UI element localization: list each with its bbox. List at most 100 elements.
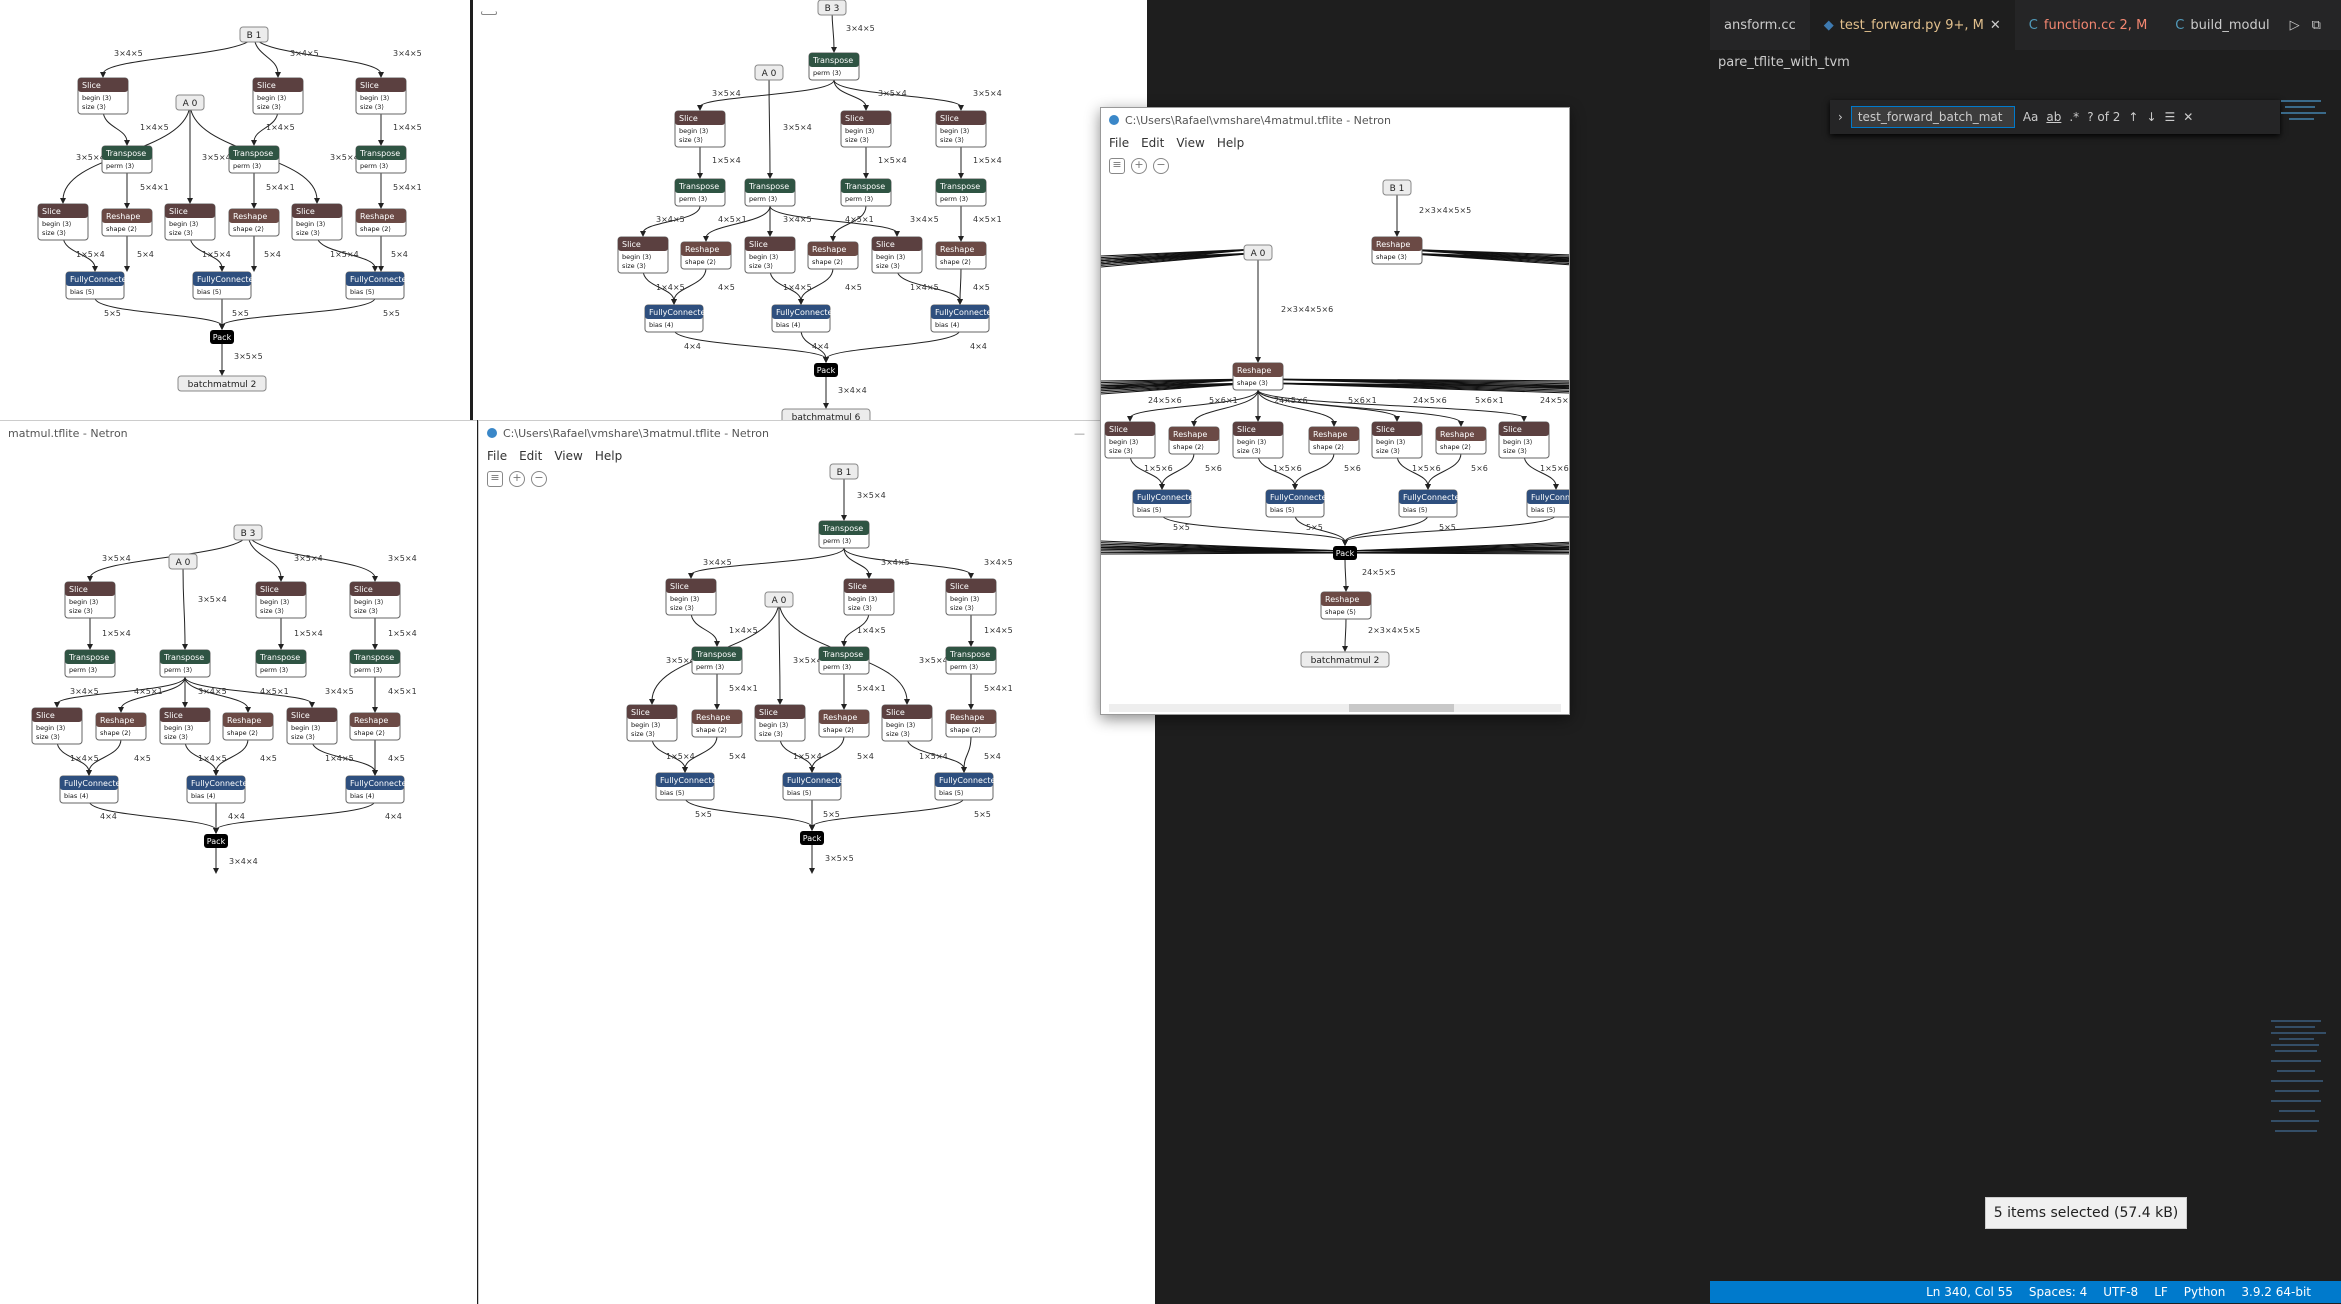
sidebar-icon[interactable]: ≡ [1109,158,1125,174]
close-find-icon[interactable]: ✕ [2183,110,2194,124]
graph-node[interactable]: batchmatmul 2 [177,375,267,392]
graph-node[interactable]: B 1 [1382,179,1412,196]
zoom-in-icon[interactable]: + [509,471,525,487]
graph-node[interactable]: batchmatmul 2 [1300,651,1390,668]
graph-node[interactable]: A 0 [764,591,794,608]
cursor-position[interactable]: Ln 340, Col 55 [1926,1285,2013,1299]
graph-node[interactable]: A 0 [1243,244,1273,261]
tab-transform[interactable]: ansform.cc [1724,17,1796,33]
zoom-out-icon[interactable]: − [531,471,547,487]
previous-match-icon[interactable]: ↑ [2128,110,2139,124]
next-match-icon[interactable]: ↓ [2146,110,2157,124]
graph-node[interactable]: B 3 [817,0,847,16]
graph-node[interactable]: B 1 [829,463,859,480]
graph-node[interactable]: B 3 [233,524,263,541]
regex-toggle[interactable]: .* [2069,110,2080,124]
scrollbar-thumb[interactable] [1349,704,1454,712]
graph-node[interactable]: A 0 [175,94,205,111]
graph-node[interactable]: Pack [204,834,228,848]
graph-node[interactable]: Pack [210,330,234,344]
minimap[interactable] [2251,80,2341,1280]
horizontal-scrollbar[interactable] [1109,704,1561,712]
language-mode[interactable]: Python [2183,1285,2226,1299]
graph-node[interactable]: Pack [814,363,838,377]
graph-node[interactable]: A 0 [754,64,784,81]
zoom-in-icon[interactable]: + [1131,158,1147,174]
close-icon[interactable]: ✕ [1989,17,2001,33]
menu-view[interactable]: View [1176,136,1205,150]
encoding[interactable]: UTF-8 [2103,1285,2139,1299]
graph-node[interactable]: B 1 [239,26,269,43]
minimize-icon[interactable]: — [1074,426,1085,440]
python-interpreter[interactable]: 3.9.2 64-bit [2241,1285,2311,1299]
menu-edit[interactable]: Edit [1141,136,1165,150]
breadcrumb[interactable]: pare_tflite_with_tvm [1710,50,2341,76]
menu-edit[interactable]: Edit [519,449,543,463]
indentation[interactable]: Spaces: 4 [2028,1285,2088,1299]
split-editor-icon[interactable]: ⧉ [2311,17,2321,33]
